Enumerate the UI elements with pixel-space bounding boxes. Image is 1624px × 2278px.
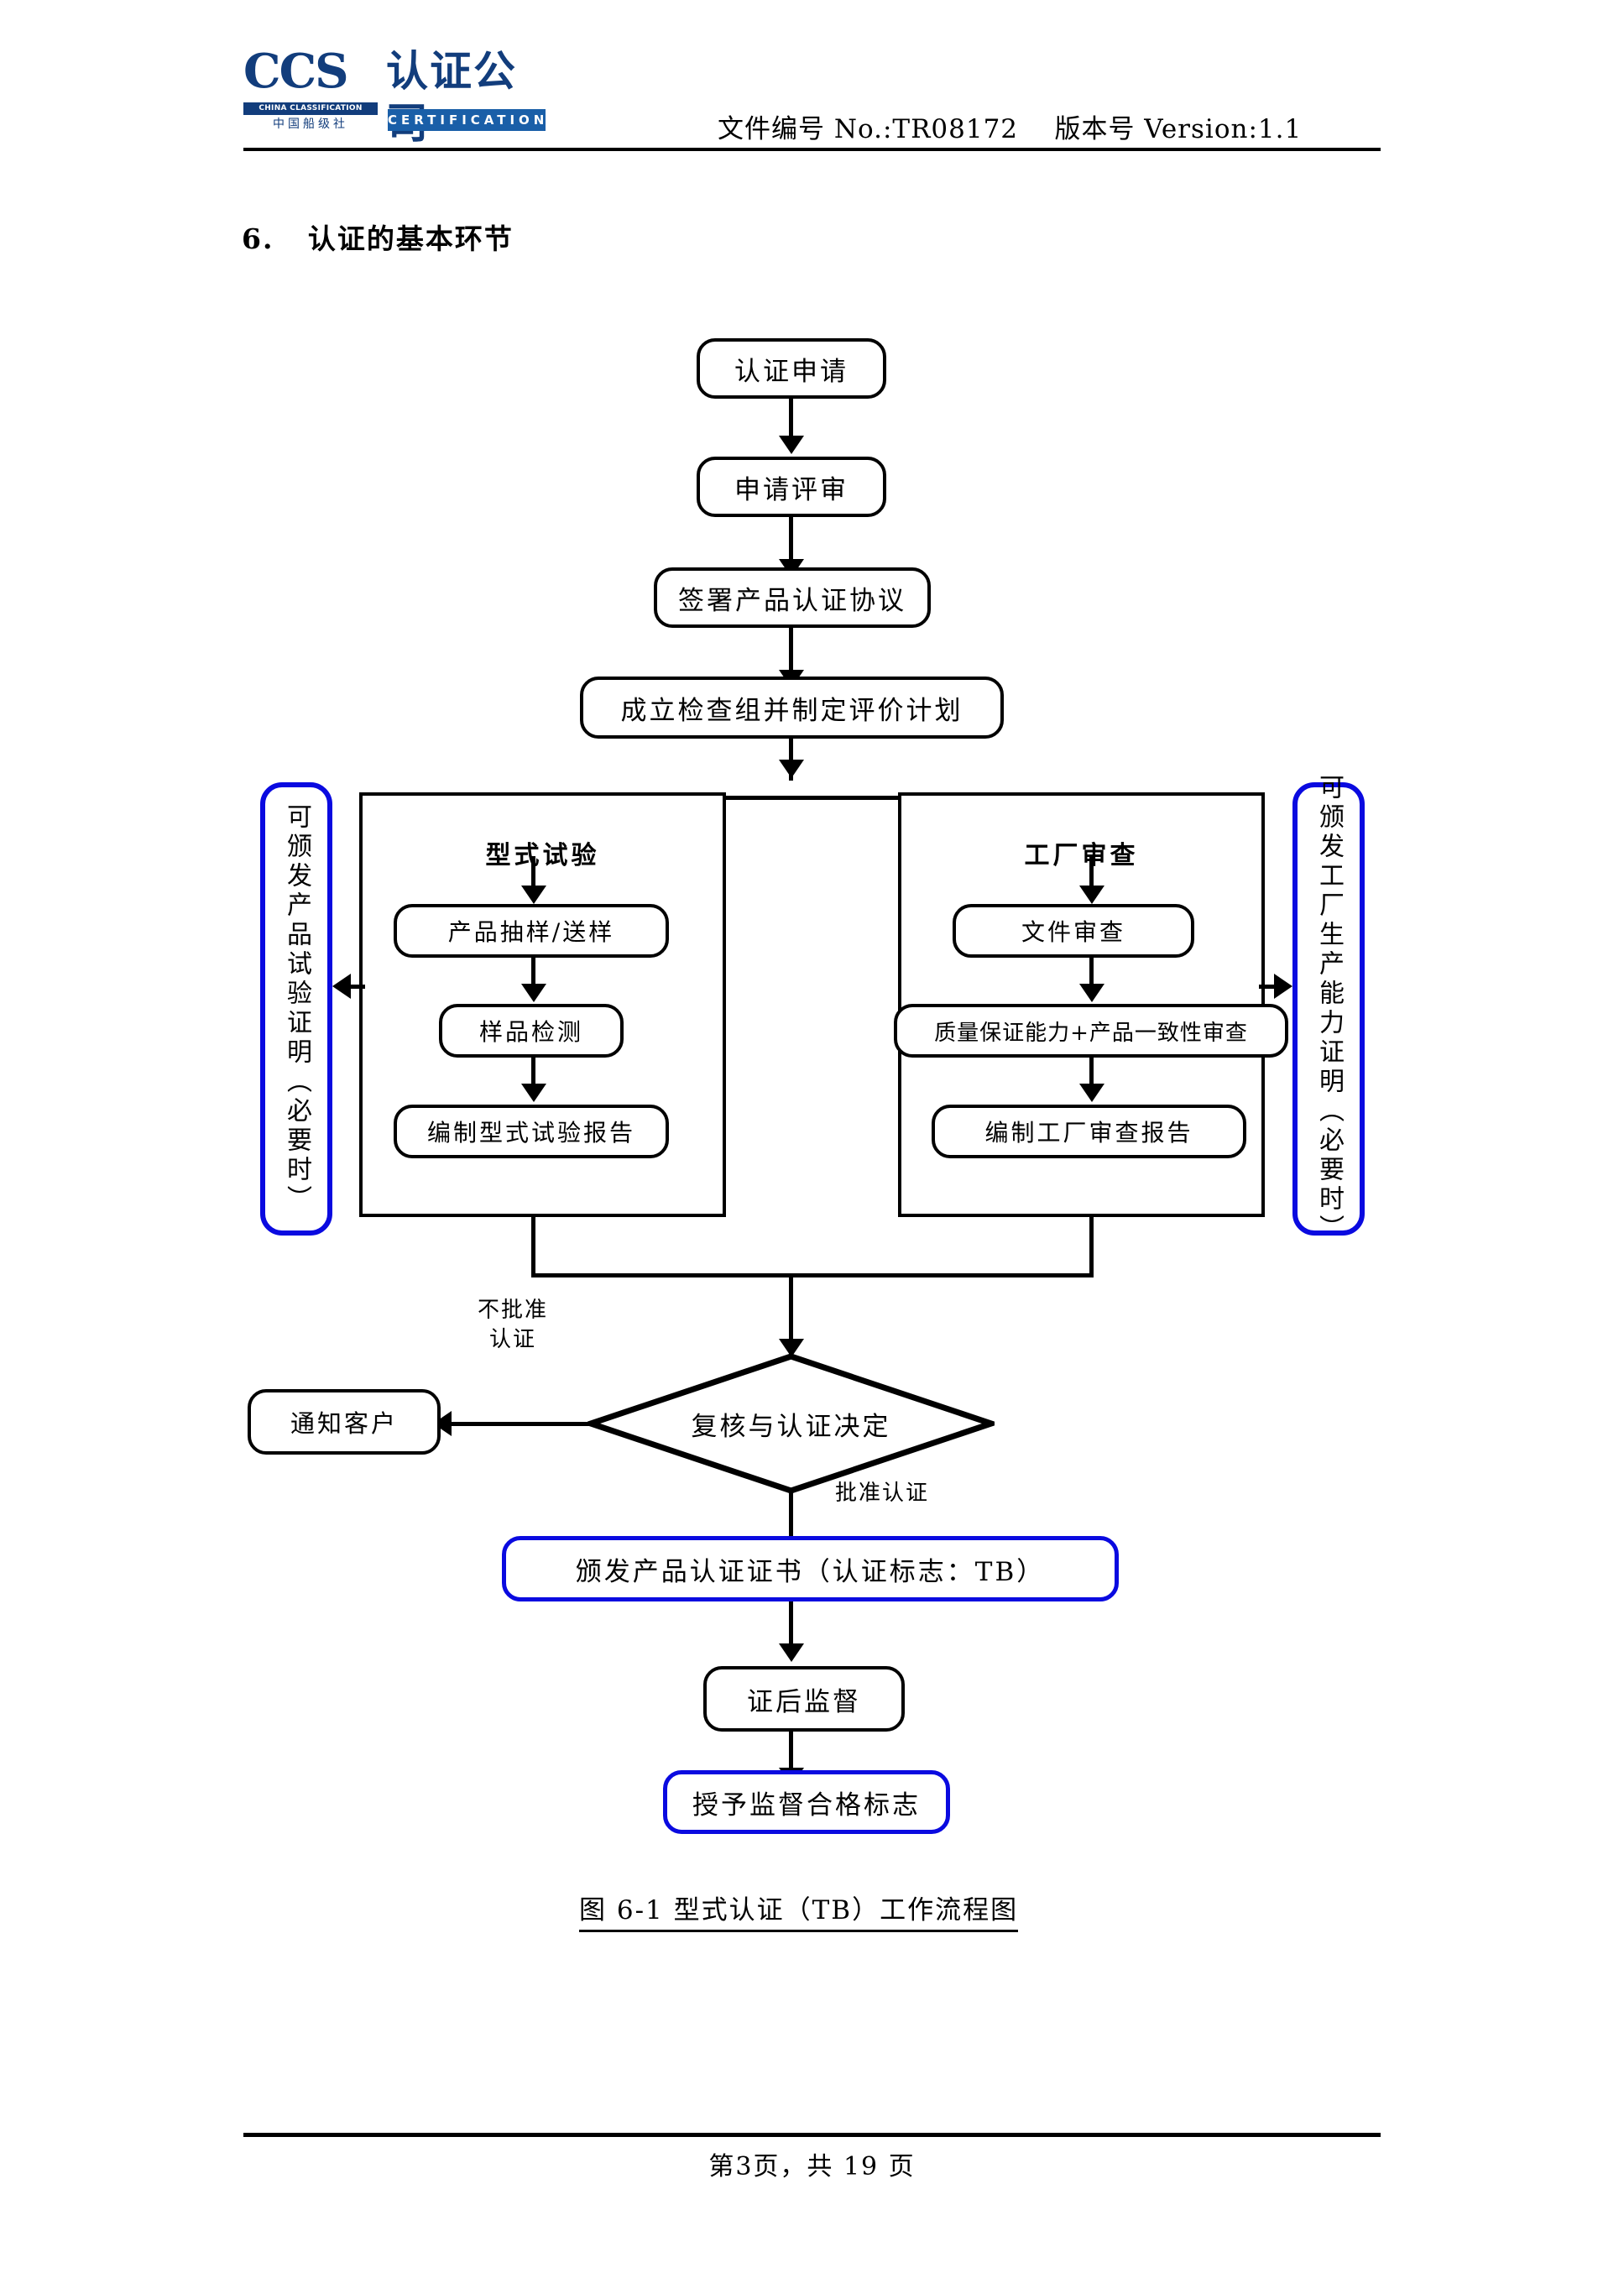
arrowhead-left xyxy=(332,974,351,999)
flow-node-doc-review[interactable]: 文件审查 xyxy=(953,904,1194,958)
arrowhead-down xyxy=(779,1643,804,1662)
logo-acronym: CCS xyxy=(243,44,349,99)
flow-node-sampling[interactable]: 产品抽样/送样 xyxy=(394,904,669,958)
flow-node-type-test-report[interactable]: 编制型式试验报告 xyxy=(394,1105,669,1158)
footer-divider xyxy=(243,2133,1381,2137)
arrowhead-down xyxy=(1079,1084,1104,1102)
arrowhead-down xyxy=(779,436,804,454)
connector-left-callout xyxy=(348,985,365,989)
flow-node-post-cert-supervision[interactable]: 证后监督 xyxy=(703,1666,905,1732)
arrowhead-right xyxy=(1274,974,1292,999)
arrowhead-down xyxy=(521,886,546,904)
header-divider xyxy=(243,148,1381,151)
connector-reject-left xyxy=(449,1422,597,1426)
arrowhead-down xyxy=(521,984,546,1002)
document-meta: 文件编号 No.:TR08172 版本号 Version:1.1 xyxy=(718,114,1303,144)
callout-right-factory-capability-certificate: 可颁发工厂生产能力证明（必要时） xyxy=(1292,774,1365,1244)
connector-sampling-down xyxy=(531,958,535,998)
arrowhead-down xyxy=(521,1084,546,1102)
connector-approve-down xyxy=(789,1491,793,1571)
connector-left-panel-down xyxy=(531,1217,535,1277)
connector-merge-down xyxy=(789,1273,793,1357)
connector-right-callout xyxy=(1259,985,1276,989)
connector-apply-to-review xyxy=(789,399,793,441)
connector-doc-review-down xyxy=(1089,958,1094,998)
connector-agreement-to-team xyxy=(789,628,793,675)
callout-left-label: 可颁发产品试验证明（必要时） xyxy=(282,803,311,1215)
figure-caption: 图 6-1 型式认证（TB）工作流程图 xyxy=(579,1889,1019,1932)
arrowhead-down xyxy=(779,1339,804,1357)
connector-type-test-title-down xyxy=(531,856,535,900)
logo-chinese-name: 认证公司 xyxy=(386,47,517,148)
ccs-logo: CCS CHINA CLASSIFICATION SOCIETY 中国船级社 认… xyxy=(243,44,546,148)
edge-label-approve: 批准认证 xyxy=(835,1481,930,1506)
flow-node-notify-client[interactable]: 通知客户 xyxy=(248,1389,441,1455)
flow-node-quality-consistency[interactable]: 质量保证能力+产品一致性审查 xyxy=(894,1004,1288,1058)
connector-sample-test-down xyxy=(531,1058,535,1098)
panel-title-type-test: 型式试验 xyxy=(485,841,600,870)
arrowhead-down xyxy=(1079,886,1104,904)
arrowhead-down xyxy=(779,760,804,778)
page-title: 6. 认证的基本环节 xyxy=(242,222,514,255)
edge-label-reject: 不批准 认证 xyxy=(477,1298,548,1353)
logo-certification-band: CERTIFICATION xyxy=(388,109,546,131)
panel-title-factory-audit: 工厂审查 xyxy=(1024,841,1139,870)
decision-label: 复核与认证决定 xyxy=(691,1411,891,1442)
flow-node-setup-team[interactable]: 成立检查组并制定评价计划 xyxy=(580,677,1004,739)
logo-chinese-society: 中国船级社 xyxy=(273,118,348,131)
flow-node-grant-mark[interactable]: 授予监督合格标志 xyxy=(663,1770,950,1834)
connector-review-to-agreement xyxy=(789,517,793,564)
footer-page-number: 第3页，共 19 页 xyxy=(708,2152,916,2181)
flow-node-sample-test[interactable]: 样品检测 xyxy=(439,1004,624,1058)
arrowhead-down xyxy=(1079,984,1104,1002)
connector-merge-horizontal xyxy=(531,1273,1094,1277)
logo-english-society: CHINA CLASSIFICATION SOCIETY xyxy=(243,102,378,125)
connector-right-panel-down xyxy=(1089,1217,1094,1277)
flow-node-decision[interactable]: 复核与认证决定 xyxy=(587,1353,995,1494)
connector-factory-title-down xyxy=(1089,856,1094,900)
connector-quality-down xyxy=(1089,1058,1094,1098)
flow-node-factory-report[interactable]: 编制工厂审查报告 xyxy=(932,1105,1246,1158)
callout-left-product-test-certificate: 可颁发产品试验证明（必要时） xyxy=(260,782,332,1236)
flow-node-sign-agreement[interactable]: 签署产品认证协议 xyxy=(654,567,931,628)
connector-branch-horizontal xyxy=(531,796,1094,800)
callout-right-label: 可颁发工厂生产能力证明（必要时） xyxy=(1314,774,1344,1244)
flow-node-issue-certificate[interactable]: 颁发产品认证证书（认证标志：TB） xyxy=(502,1536,1119,1601)
connector-cert-down xyxy=(789,1601,793,1652)
page-header: CCS CHINA CLASSIFICATION SOCIETY 中国船级社 认… xyxy=(0,0,1624,168)
flow-node-apply-review[interactable]: 申请评审 xyxy=(697,457,886,517)
flow-node-apply[interactable]: 认证申请 xyxy=(697,338,886,399)
connector-supervision-down xyxy=(789,1732,793,1777)
